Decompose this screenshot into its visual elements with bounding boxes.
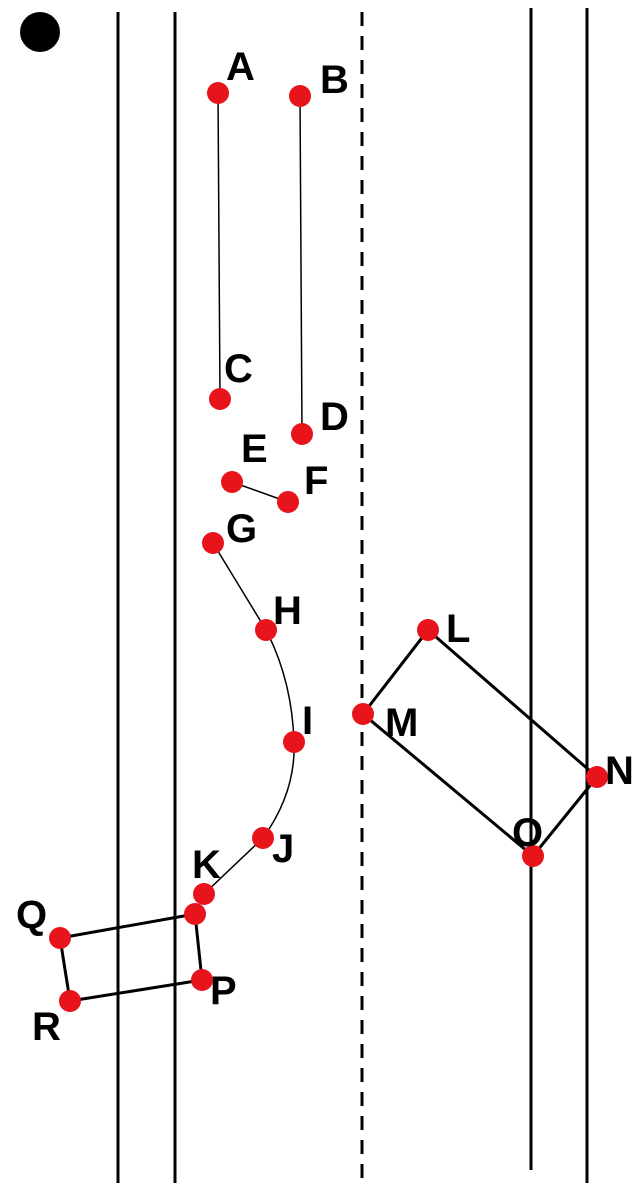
label-p: P — [210, 969, 237, 1013]
point-n — [586, 766, 608, 788]
label-l: L — [446, 607, 470, 651]
point-d — [291, 423, 313, 445]
label-a: A — [226, 45, 255, 89]
point-l — [417, 619, 439, 641]
point-h — [255, 619, 277, 641]
label-r: R — [32, 1005, 61, 1049]
corner-dot — [20, 12, 60, 52]
point-k2 — [184, 903, 206, 925]
point-a — [207, 82, 229, 104]
point-r — [59, 990, 81, 1012]
label-e: E — [241, 427, 268, 471]
point-e — [221, 471, 243, 493]
rectangle-k-q-r-p — [58, 912, 204, 1003]
label-b: B — [320, 58, 349, 102]
point-k — [193, 883, 215, 905]
point-o — [522, 845, 544, 867]
point-p — [191, 969, 213, 991]
label-c: C — [224, 347, 253, 391]
label-j: J — [272, 827, 294, 871]
label-k: K — [192, 843, 221, 887]
label-h: H — [273, 589, 302, 633]
point-i — [283, 731, 305, 753]
label-i: I — [302, 699, 313, 743]
point-c — [209, 388, 231, 410]
points-group — [49, 82, 608, 1012]
label-g: G — [226, 507, 257, 551]
point-j — [252, 827, 274, 849]
label-q: Q — [16, 893, 47, 937]
label-f: F — [304, 459, 328, 503]
segment-b-d — [299, 95, 303, 435]
label-o: O — [512, 811, 543, 855]
point-b — [289, 85, 311, 107]
point-g — [202, 532, 224, 554]
point-f — [277, 491, 299, 513]
label-m: M — [385, 701, 418, 745]
point-m — [352, 703, 374, 725]
label-n: N — [605, 749, 634, 793]
label-d: D — [320, 395, 349, 439]
segment-a-c — [217, 92, 221, 400]
point-q — [49, 927, 71, 949]
